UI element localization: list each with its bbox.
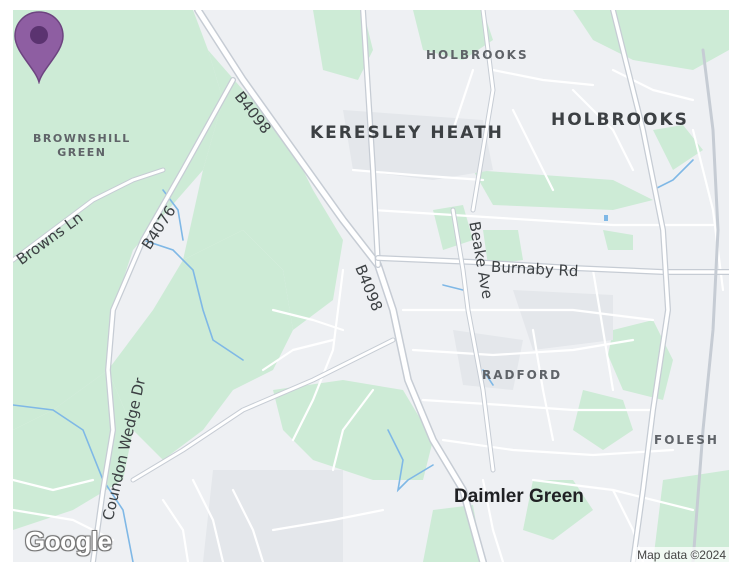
google-logo[interactable]: Google [25, 526, 112, 556]
map-canvas[interactable]: HOLBROOKS HOLBROOKS KERESLEY HEATH BROWN… [13, 10, 729, 562]
map-pin-icon[interactable] [13, 10, 65, 84]
map-attribution[interactable]: Map data ©2024 [634, 547, 729, 562]
major-roads [13, 10, 729, 562]
map-graphics [13, 10, 729, 562]
